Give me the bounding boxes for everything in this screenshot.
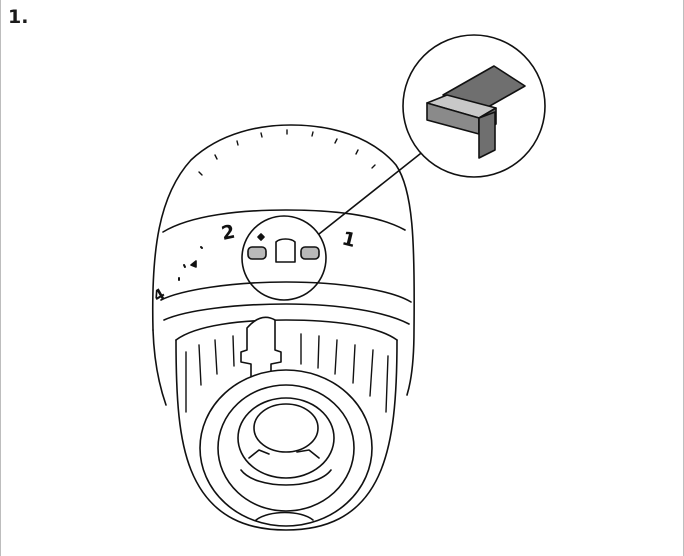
nut-outer [199, 369, 373, 527]
dial-mark-left: 2 [219, 221, 237, 245]
dial-ticks [178, 246, 203, 281]
dial-mark-right: 1 [340, 228, 358, 253]
front-latch [240, 316, 282, 385]
dial-triangle-mark [190, 260, 197, 268]
cap-left-edge [152, 329, 167, 406]
cap-rim-top [160, 281, 412, 303]
bore-teeth [248, 449, 320, 459]
coupling-outer [175, 339, 398, 531]
bore-inner [253, 403, 319, 453]
coupling-ridges [185, 333, 389, 413]
right-clip [300, 246, 320, 260]
nut-inner-ring [217, 384, 355, 512]
left-clip [247, 246, 267, 260]
bore-outer [237, 397, 335, 479]
cap-shoulder [162, 209, 406, 233]
callout-small-circle [241, 215, 327, 301]
cap-rim-bottom [163, 303, 410, 325]
coupling-top [175, 319, 398, 341]
magnified-clip-part [426, 65, 526, 159]
callout-line [318, 149, 426, 235]
bore-floor [240, 469, 332, 486]
step-number: 1. [8, 6, 29, 28]
cap-top-dashes [198, 129, 376, 176]
center-tab [275, 238, 296, 263]
dial-diamond-mark [257, 233, 265, 241]
cap-body [151, 124, 416, 396]
nut-bottom-lip [255, 511, 314, 521]
